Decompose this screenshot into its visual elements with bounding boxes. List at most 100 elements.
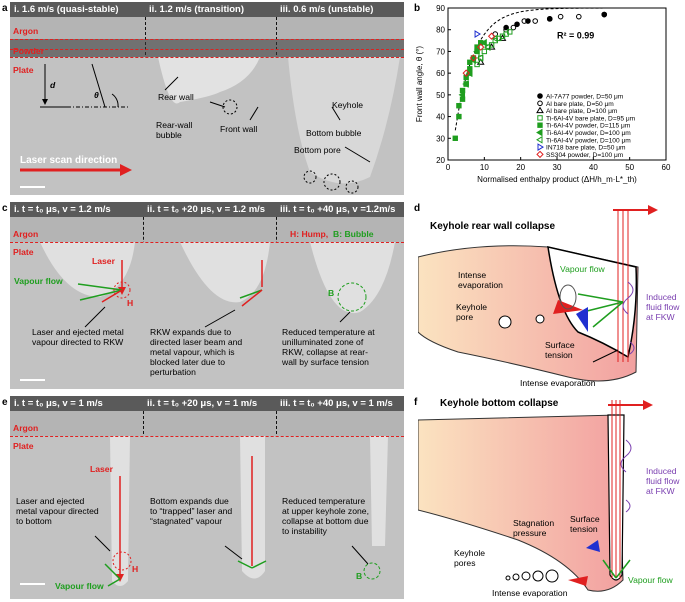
legend-entry: Ti-6Al-4V bare plate, D=95 μm xyxy=(546,115,636,122)
data-point xyxy=(456,103,462,109)
data-point xyxy=(537,143,544,151)
frame-e-iii: iii. t = t₀ +40 μs, v = 1 m/s xyxy=(276,396,404,599)
x-axis-label: Normalised enthalpy product (ΔH/h_m·L*_t… xyxy=(477,175,637,184)
data-point xyxy=(462,80,469,88)
data-point xyxy=(487,32,496,40)
y-tick-label: 50 xyxy=(436,91,445,100)
label-f-vapour-flow: Vapour flow xyxy=(628,575,673,585)
data-point xyxy=(514,21,520,28)
label-d-intense-evaporation-2: Intense evaporation xyxy=(520,378,596,388)
data-point xyxy=(532,18,538,24)
desc-c-i: Laser and ejected metal vapour directed … xyxy=(32,327,124,347)
x-tick-label: 30 xyxy=(553,163,562,172)
label-d: d xyxy=(50,80,56,90)
data-point xyxy=(557,13,564,20)
label-f-stagnation: Stagnation pressure xyxy=(513,518,555,538)
label-rear-wall: Rear wall xyxy=(158,92,194,102)
x-tick-label: 60 xyxy=(662,163,671,172)
panel-d-schematic xyxy=(418,205,658,382)
label-plate-c: Plate xyxy=(13,247,34,257)
data-point xyxy=(537,100,543,107)
data-point xyxy=(537,115,543,121)
label-powder-a: Powder xyxy=(13,46,45,56)
data-point xyxy=(480,38,487,47)
data-point xyxy=(474,61,480,68)
frame-e-iii-title: iii. t = t₀ +40 μs, v = 1 m/s xyxy=(276,396,404,411)
title-d: Keyhole rear wall collapse xyxy=(430,221,556,232)
desc-e-i: Laser and ejected metal vapour directed … xyxy=(16,496,99,526)
data-point xyxy=(546,16,553,22)
fit-curve xyxy=(454,7,608,131)
label-bottom-bubble: Bottom bubble xyxy=(306,128,362,138)
x-tick-label: 20 xyxy=(516,163,525,172)
data-point xyxy=(510,24,517,31)
data-point xyxy=(458,90,466,99)
label-d-intense-evaporation: Intense evaporation xyxy=(458,270,503,290)
y-tick-label: 70 xyxy=(436,47,445,56)
data-point xyxy=(601,11,608,18)
legend-entry: IN718 bare plate, D=50 μm xyxy=(546,145,626,152)
label-b-c: B xyxy=(328,288,335,298)
desc-c-iii: Reduced temperature at unilluminated zon… xyxy=(282,327,375,367)
panel-c-letter: c xyxy=(2,203,8,214)
data-point xyxy=(536,106,544,114)
label-d-keyhole-pore: Keyhole pore xyxy=(456,302,488,322)
legend-entry: Ti-6Al-4V powder, D=115 μm xyxy=(546,123,631,130)
label-argon-a: Argon xyxy=(13,26,39,36)
data-point xyxy=(576,13,582,20)
y-tick-label: 30 xyxy=(436,134,445,143)
data-point xyxy=(521,18,528,24)
label-b-e: B xyxy=(356,571,363,581)
label-legend-b: B: Bubble xyxy=(333,229,374,239)
label-f-intense-evaporation: Intense evaporation xyxy=(492,588,568,598)
panel-c-drawing xyxy=(10,242,404,389)
label-d-induced-flow: Induced fluid flow at FKW xyxy=(646,292,680,322)
panel-b-letter: b xyxy=(414,3,421,14)
data-point xyxy=(452,135,458,141)
label-scan-direction: Laser scan direction xyxy=(20,155,118,166)
panel-c-image: i. t = t₀ μs, v = 1.2 m/s ii. t = t₀ +20… xyxy=(10,202,404,389)
title-f: Keyhole bottom collapse xyxy=(440,398,559,409)
data-point xyxy=(536,150,544,159)
panel-a-image: i. 1.6 m/s (quasi-stable) ii. 1.2 m/s (t… xyxy=(10,2,404,195)
label-argon-c: Argon xyxy=(13,229,39,239)
data-point xyxy=(465,69,473,78)
label-laser-c: Laser xyxy=(92,256,115,266)
data-point xyxy=(476,54,484,62)
data-point xyxy=(462,69,470,77)
panel-d-letter: d xyxy=(414,203,421,214)
data-point xyxy=(536,135,543,144)
data-point xyxy=(476,43,485,51)
y-tick-label: 40 xyxy=(436,113,445,122)
panel-f-letter: f xyxy=(414,397,418,408)
panel-e-drawing xyxy=(10,436,404,599)
legend-entry: Al-7A77 powder, D=50 μm xyxy=(546,94,624,101)
label-f-keyhole-pores: Keyhole pores xyxy=(454,548,486,568)
frame-c-ii-title: ii. t = t₀ +20 μs, v = 1.2 m/s xyxy=(143,202,276,217)
desc-e-iii: Reduced temperature at upper keyhole zon… xyxy=(282,496,369,536)
y-tick-label: 60 xyxy=(436,69,445,78)
desc-e-ii: Bottom expands due to “trapped” laser an… xyxy=(150,496,233,526)
data-point xyxy=(537,122,543,128)
x-tick-label: 10 xyxy=(480,163,489,172)
x-tick-label: 0 xyxy=(446,163,451,172)
y-tick-label: 90 xyxy=(436,4,445,13)
frame-c-iii-title: iii. t = t₀ +40 μs, v =1.2m/s xyxy=(276,202,404,217)
label-keyhole: Keyhole xyxy=(332,100,364,110)
legend-entry: SS304 powder, D=100 μm xyxy=(546,152,624,159)
label-rear-wall-bubble: Rear-wall bubble xyxy=(156,120,193,140)
frame-a-ii-title: ii. 1.2 m/s (transition) xyxy=(145,2,276,17)
data-point xyxy=(473,47,480,56)
data-point xyxy=(491,34,498,43)
data-point xyxy=(469,54,478,62)
panel-f-schematic xyxy=(418,400,653,592)
data-point xyxy=(474,30,482,38)
label-laser-e: Laser xyxy=(90,464,113,474)
data-point xyxy=(481,48,488,55)
label-plate-a: Plate xyxy=(13,65,34,75)
label-d-vapour-flow: Vapour flow xyxy=(560,264,605,274)
frame-c-i-title: i. t = t₀ μs, v = 1.2 m/s xyxy=(10,202,143,217)
label-legend-h: H: Hump, xyxy=(290,229,329,239)
frame-e-ii-title: ii. t = t₀ +20 μs, v = 1 m/s xyxy=(143,396,276,411)
